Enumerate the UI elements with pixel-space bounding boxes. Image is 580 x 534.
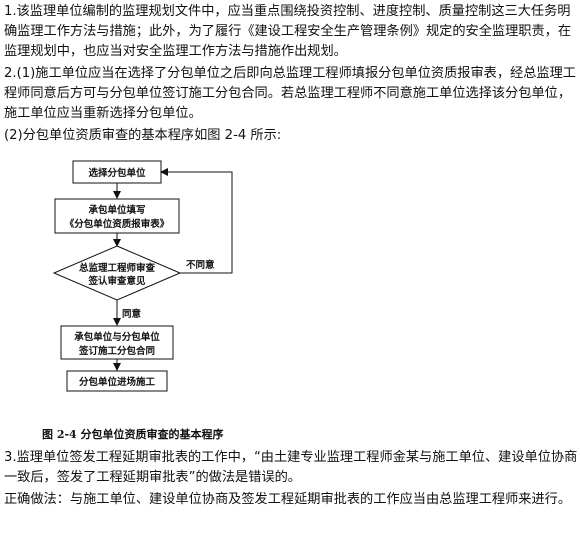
step-sign-contract-line2: 签订施工分包合同 bbox=[78, 345, 155, 357]
reject-label: 不同意 bbox=[186, 259, 215, 271]
step-enter-site-label: 分包单位进场施工 bbox=[79, 376, 156, 388]
step-sign-contract-line1: 承包单位与分包单位 bbox=[74, 331, 160, 343]
answer-paragraph-2: 2.(1)施工单位应当在选择了分包单位之后即向总监理工程师填报分包单位资质报审表… bbox=[4, 66, 576, 121]
step-fill-form-line2: 《分包单位资质报审表》 bbox=[65, 218, 170, 230]
step-enter-site-box bbox=[66, 370, 168, 392]
figure-caption: 图 2-4 分包单位资质审查的基本程序 bbox=[42, 428, 224, 441]
answer-paragraph-4: 3.监理单位签发工程延期审批表的工作中，“由土建专业监理工程师金某与施工单位、建… bbox=[4, 450, 578, 485]
step-select-subcontractor-label: 选择分包单位 bbox=[88, 167, 146, 179]
answer-paragraph-3: (2)分包单位资质审查的基本程序如图 2-4 所示: bbox=[4, 128, 282, 143]
agree-label: 同意 bbox=[122, 308, 142, 320]
decision-review-line2: 签认审查意见 bbox=[87, 275, 146, 287]
answer-paragraph-5: 正确做法：与施工单位、建设单位协商及签发工程延期审批表的工作应当由总监理工程师来… bbox=[4, 492, 572, 507]
answer-paragraph-1: 1.该监理单位编制的监理规划文件中，应当重点围绕投资控制、进度控制、质量控制这三… bbox=[4, 4, 572, 59]
decision-review-line1: 总监理工程师审查 bbox=[79, 262, 156, 274]
step-sign-contract-box bbox=[60, 325, 174, 360]
step-fill-form-line1: 承包单位填写 bbox=[88, 204, 145, 216]
reject-loop-line bbox=[160, 168, 233, 274]
